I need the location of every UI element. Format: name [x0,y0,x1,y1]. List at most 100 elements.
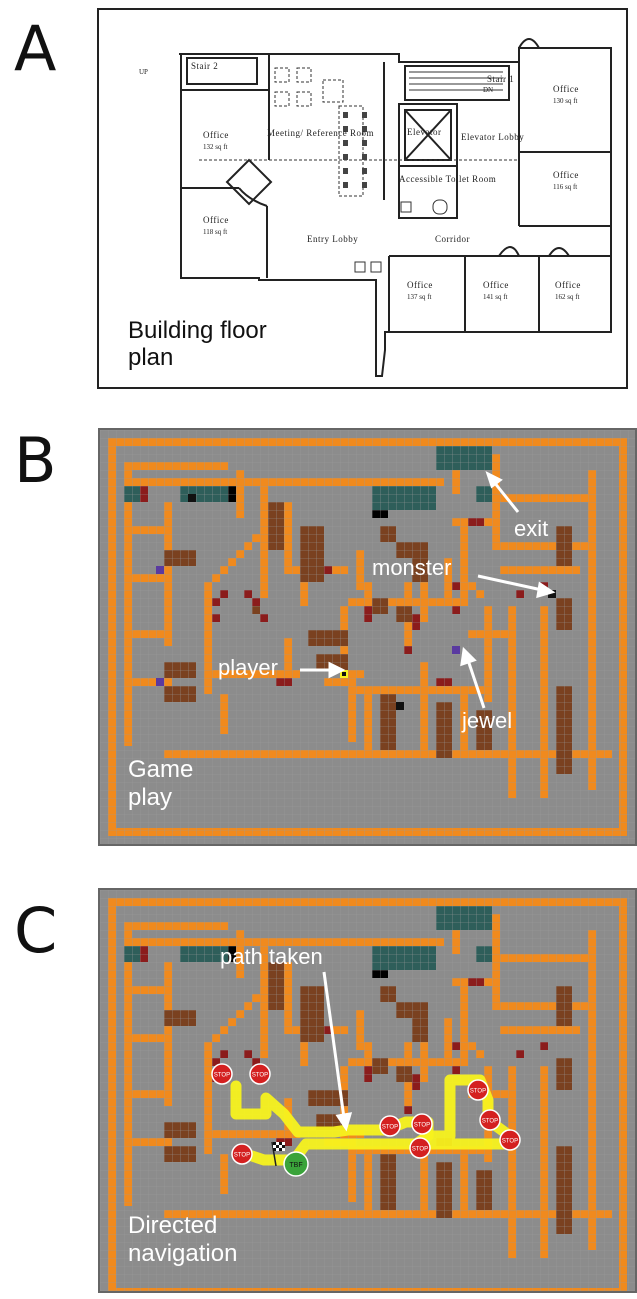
stop-marker: STOP [379,1115,401,1137]
room-label-office-162: Office [555,280,581,290]
room-area-office-116: 116 sq ft [553,183,577,191]
room-label-entry-lobby: Entry Lobby [307,234,358,244]
floor-plan-drawing: Stair 2 Office 132 sq ft Meeting/ Refere… [139,38,612,377]
stop-marker-circle [211,1063,233,1085]
room-area-office-141: 141 sq ft [483,293,508,301]
flag-pole [271,1141,277,1167]
jewel-marker [156,566,164,574]
stop-marker: STOP [231,1143,253,1165]
room-label-toilet: Accessible Toilet Room [399,174,496,184]
room-label-elevator-lobby: Elevator Lobby [461,132,524,142]
panel-b-caption-line-2: play [128,784,173,811]
room-area-office-162: 162 sq ft [555,293,580,301]
room-area-office-137: 137 sq ft [407,293,432,301]
stop-marker: STOP [479,1109,501,1131]
flag-square [282,1148,285,1151]
stop-marker-circle [411,1113,433,1135]
flag-square [282,1145,285,1148]
stop-marker-label: STOP [382,1125,398,1131]
stop-marker: STOP [411,1113,433,1135]
room-label-stair-1: Stair 1 [487,74,514,84]
room-label-office-116: Office [553,170,579,180]
stair-up-label: UP [139,68,148,76]
panel-letter-b: B [14,424,57,497]
stop-marker-label: STOP [412,1147,428,1153]
room-label-office-130: Office [553,84,579,94]
room-label-office-118: Office [203,215,229,225]
room-label-stair-2: Stair 2 [191,61,218,71]
stop-marker-circle [231,1143,253,1165]
flag-square [276,1148,279,1151]
game-play-panel: exit monster player jewel Game play [98,428,637,846]
player-callout: player [218,655,278,680]
flag-square [276,1142,279,1145]
room-area-office-132: 132 sq ft [203,143,228,151]
stop-marker-label: STOP [234,1153,250,1159]
flag-square [276,1145,279,1148]
stop-marker-label: STOP [482,1119,498,1125]
jewel-callout: jewel [461,708,512,733]
stair-dn-label: DN [483,86,493,94]
flag-square [279,1148,282,1151]
room-label-office-132: Office [203,130,229,140]
room-label-office-137: Office [407,280,433,290]
panel-b-caption: Game play [128,756,328,812]
callout-arrow-c [322,971,353,1132]
room-label-meeting: Meeting/ Reference Room [267,128,374,138]
stop-marker: STOP [499,1129,521,1151]
room-area-office-130: 130 sq ft [553,97,578,105]
stop-marker: STOP [409,1137,431,1159]
stop-marker-label: STOP [252,1073,268,1079]
panel-c-caption: Directed navigation [128,1212,328,1268]
panel-letter-c: C [14,894,58,967]
monster-marker [188,494,196,502]
stop-marker-label: STOP [502,1139,518,1145]
start-marker-label: TBF [289,1162,302,1169]
monster-callout: monster [372,555,451,580]
flag-square [273,1145,276,1148]
panel-a-caption-line-2: plan [128,344,174,371]
stop-marker: STOP [211,1063,233,1085]
flag-square [273,1148,276,1151]
path-callout: path taken [220,944,323,969]
exit-callout: exit [514,516,548,541]
jewel-marker [156,678,164,686]
stop-marker: STOP [467,1079,489,1101]
flag-square [282,1142,285,1145]
stop-marker-label: STOP [414,1123,430,1129]
jewel-marker [452,646,460,654]
panel-letter-a: A [14,12,57,85]
stop-marker-circle [249,1063,271,1085]
stop-marker-label: STOP [214,1073,230,1079]
callout-arrows-b [300,471,556,709]
panel-c-caption-line-1: Directed [128,1212,218,1239]
stop-marker-circle [499,1129,521,1151]
room-area-office-118: 118 sq ft [203,228,227,236]
flag-square [273,1142,276,1145]
room-label-elevator: Elevator [407,127,442,137]
floor-plan-panel: Stair 2 Office 132 sq ft Meeting/ Refere… [97,8,628,389]
game-map-b: exit monster player jewel [100,430,635,844]
stop-marker-circle [409,1137,431,1159]
panel-a-caption-line-1: Building floor [128,317,267,344]
monster-marker [396,702,404,710]
room-label-corridor: Corridor [435,234,470,244]
panel-a-caption: Building floor plan [128,317,328,371]
checkered-flag-icon [271,1141,285,1167]
start-marker-circle [283,1151,309,1177]
player-dot [342,672,346,676]
stop-marker-circle [479,1109,501,1131]
start-marker: TBF [283,1151,309,1177]
stop-marker-circle [467,1079,489,1101]
flag-square [279,1142,282,1145]
flag-square [279,1145,282,1148]
panel-b-caption-line-1: Game [128,756,194,783]
monster-marker [548,590,556,598]
stop-marker-circle [379,1115,401,1137]
room-label-office-141: Office [483,280,509,290]
stop-marker: STOP [249,1063,271,1085]
stop-marker-label: STOP [470,1089,486,1095]
panel-c-caption-line-2: navigation [128,1240,238,1267]
